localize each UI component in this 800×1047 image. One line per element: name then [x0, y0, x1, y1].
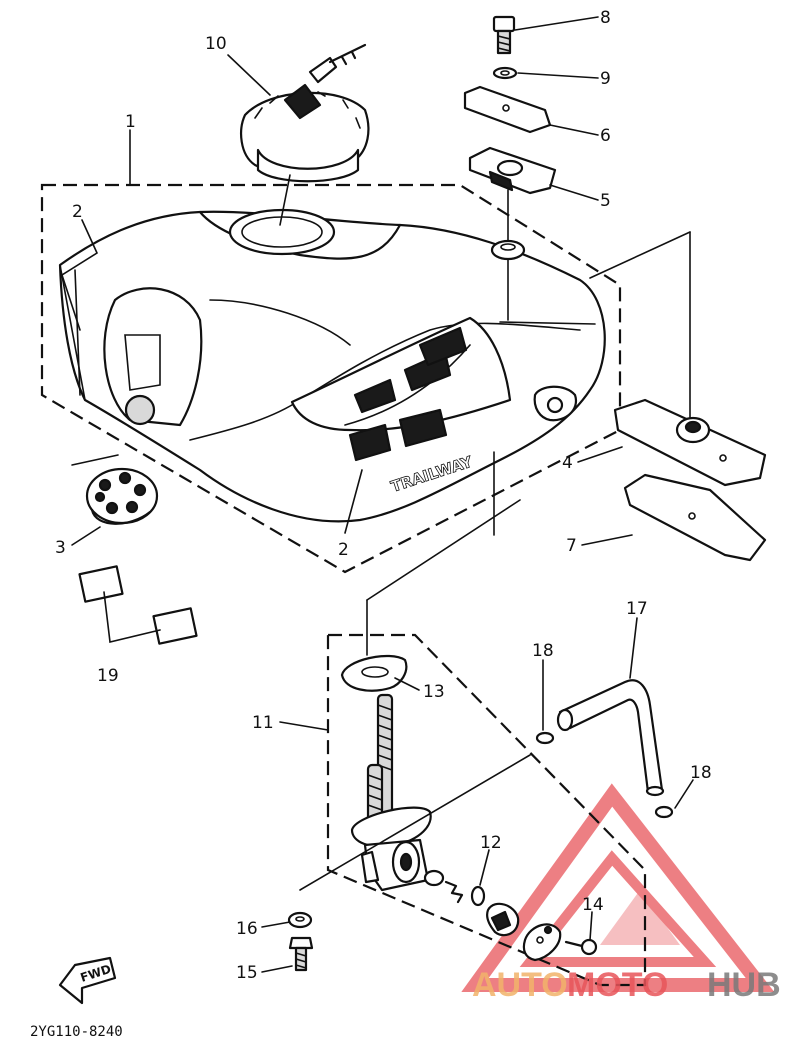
- gasket-13: [340, 655, 408, 692]
- callout-1: 1: [125, 112, 136, 132]
- callout-6: 6: [600, 126, 611, 146]
- callout-18-upper: 18: [532, 641, 554, 661]
- callout-15: 15: [236, 963, 258, 983]
- fuel-tank: TRAILWAY: [58, 208, 606, 523]
- tank-assembly-boundary: [40, 183, 622, 574]
- watermark-text: AUTO MOTO HUB: [472, 966, 781, 1004]
- watermark-part-hub: HUB: [707, 966, 781, 1004]
- callout-10: 10: [205, 34, 227, 54]
- screw-15: [288, 936, 314, 972]
- drawing-code: 2YG110-8240: [30, 1024, 123, 1040]
- fuel-cap: [240, 43, 370, 183]
- plate-6: [463, 85, 552, 134]
- callout-12: 12: [480, 833, 502, 853]
- callout-2-lower: 2: [338, 540, 349, 560]
- washer-16: [287, 911, 313, 929]
- bolt-8: [492, 15, 516, 55]
- callout-4: 4: [562, 453, 573, 473]
- plate-7: [623, 473, 767, 562]
- fuel-hose-17: [556, 679, 665, 797]
- damper-5: [468, 146, 557, 195]
- watermark-logo: [461, 783, 775, 992]
- watermark-part-moto: MOTO: [567, 966, 668, 1004]
- fuel-cock-assembly-boundary: [326, 633, 647, 987]
- callout-14: 14: [582, 895, 604, 915]
- callout-16: 16: [236, 919, 258, 939]
- callout-5: 5: [600, 191, 611, 211]
- callout-19: 19: [97, 666, 119, 686]
- callout-7: 7: [566, 536, 577, 556]
- callout-9: 9: [600, 69, 611, 89]
- fuel-cock-internals: [423, 869, 598, 962]
- callout-8: 8: [600, 8, 611, 28]
- grommet-5b: [490, 239, 526, 261]
- callout-2-upper: 2: [72, 202, 83, 222]
- fuel-cock-11: [350, 693, 432, 892]
- callout-3: 3: [55, 538, 66, 558]
- hose-clips-18: [535, 731, 674, 819]
- forward-arrow-icon: FWD: [58, 956, 117, 1005]
- bracket-4: [613, 398, 767, 487]
- callout-11: 11: [252, 713, 274, 733]
- washer-9: [492, 66, 518, 80]
- callout-17: 17: [626, 599, 648, 619]
- leader-lines: [61, 16, 694, 973]
- watermark-part-auto: AUTO: [472, 966, 568, 1004]
- callout-18-lower: 18: [690, 763, 712, 783]
- callout-labels: 1 2 2 3 4 5 6 7 8 9 10 11 12 13 14 15 16…: [55, 8, 712, 983]
- callout-13: 13: [423, 682, 445, 702]
- damper-3: [85, 467, 159, 525]
- decals-19: [78, 565, 198, 645]
